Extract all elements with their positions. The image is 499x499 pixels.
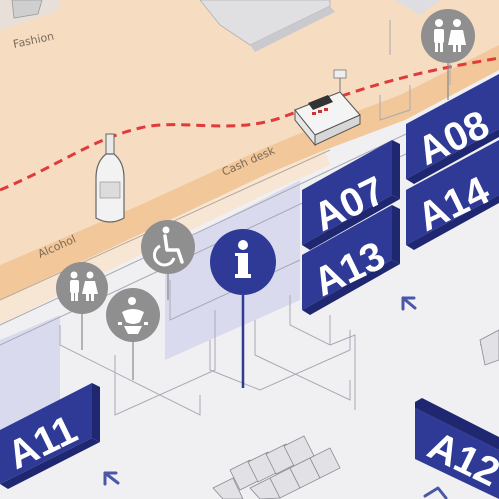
route-line (0, 56, 499, 192)
direction-arrow-icon-1 (401, 296, 417, 311)
seating-rows (212, 329, 499, 499)
toilets-icon-top (421, 9, 475, 100)
direction-arrow-icon-2 (103, 471, 120, 486)
fashion-shop-block (0, 0, 440, 52)
wine-bottle-icon (95, 133, 125, 223)
info-icon (210, 229, 276, 388)
gate-sign-a11: A11 (0, 383, 100, 489)
gate-sign-a08: A08 (406, 74, 499, 184)
toilets-icon-left (56, 262, 108, 350)
cash-register-icon (294, 69, 361, 147)
gate-sign-a14: A14 (406, 140, 499, 250)
gate-sign-a13: A13 (302, 205, 400, 315)
wheelchair-icon (141, 220, 195, 300)
baby-changing-icon (106, 288, 160, 380)
gate-sign-a12: A12 (415, 398, 499, 499)
direction-arrow-icon-3 (423, 486, 448, 499)
